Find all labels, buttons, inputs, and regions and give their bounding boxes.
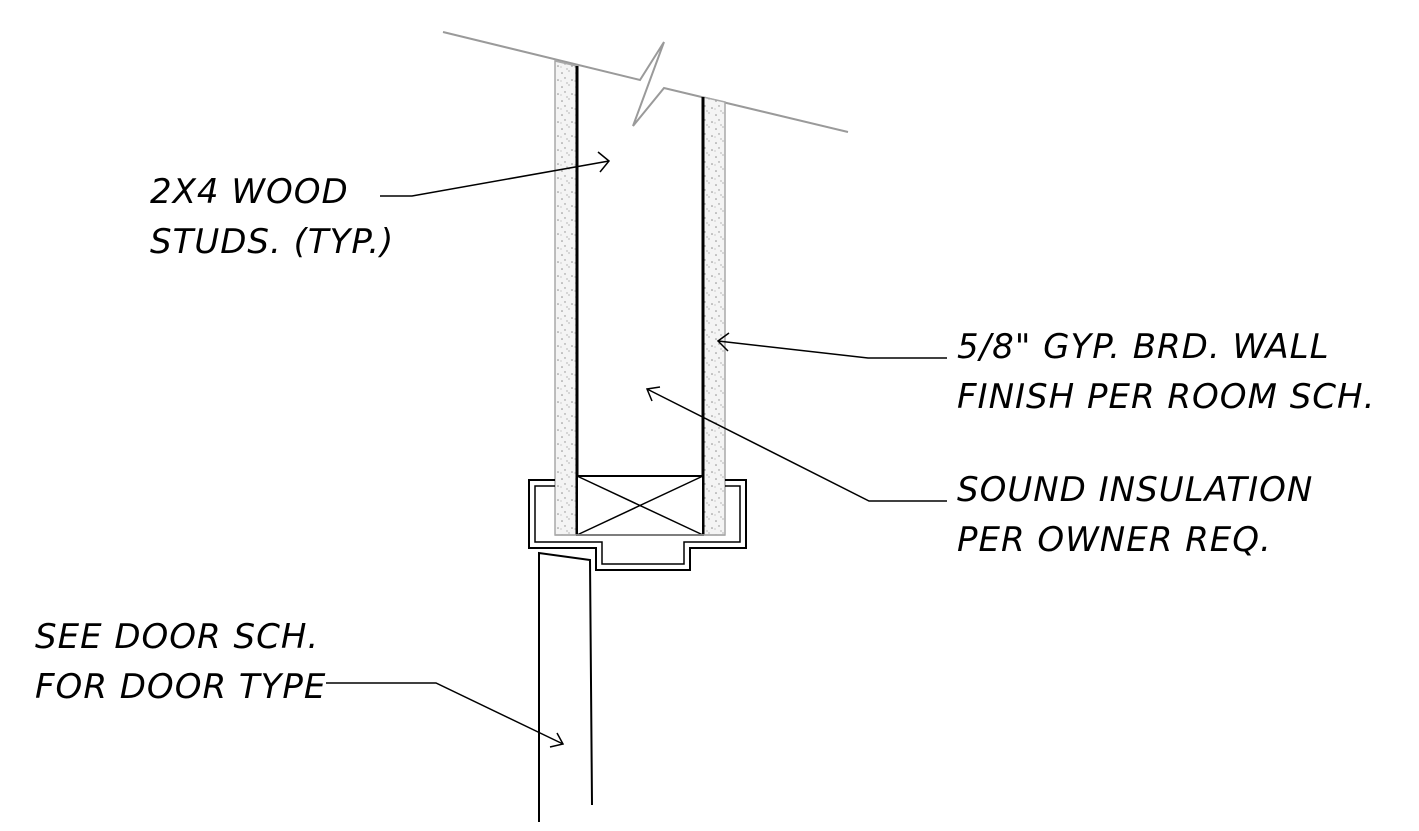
note-door-line1: SEE DOOR SCH. (35, 617, 319, 657)
arrow-door (549, 732, 565, 748)
gypsum-board-right (702, 96, 726, 536)
leader-studs (380, 160, 610, 197)
leader-gypsum (717, 340, 947, 359)
header-block-x2 (576, 475, 704, 536)
note-insulation-line2: PER OWNER REQ. (957, 520, 1272, 560)
note-gypsum-line1: 5/8" GYP. BRD. WALL (957, 327, 1330, 367)
note-gypsum-line2: FINISH PER ROOM SCH. (957, 377, 1375, 417)
note-insulation-line1: SOUND INSULATION (957, 470, 1313, 510)
note-door-line2: FOR DOOR TYPE (35, 667, 326, 707)
arrow-gypsum (716, 332, 730, 352)
break-line (442, 31, 849, 133)
leader-door (326, 682, 564, 745)
arrow-studs (597, 151, 611, 173)
door-frame-outer (528, 479, 747, 571)
arrow-insulation (645, 386, 661, 402)
gypsum-board-left (554, 60, 578, 536)
door-frame-inner (534, 485, 741, 565)
note-studs-line1: 2X4 WOOD (150, 172, 349, 212)
leader-insulation (646, 388, 947, 502)
door-leaf (538, 551, 593, 822)
note-studs-line2: STUDS. (TYP.) (150, 222, 394, 262)
